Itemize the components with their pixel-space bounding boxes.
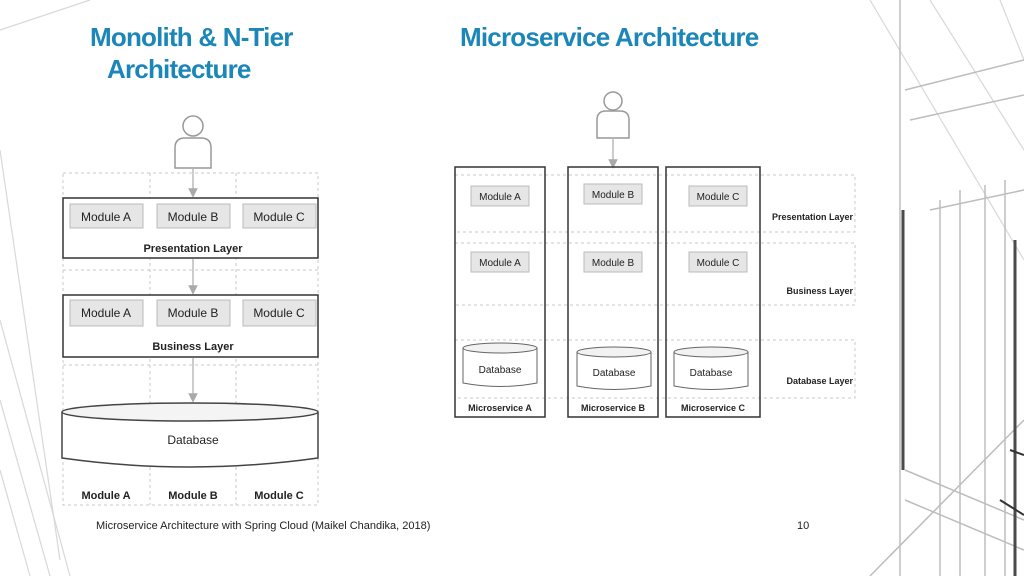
- user-icon: [174, 115, 212, 169]
- module-label: Module C: [253, 210, 305, 224]
- business-layer-label: Business Layer: [152, 341, 234, 353]
- monolith-title: Monolith & N-Tier: [90, 22, 293, 52]
- microservice-c-database: Database: [673, 346, 749, 390]
- layer-label: Business Layer: [786, 286, 853, 296]
- database-label: Database: [593, 368, 636, 379]
- page-number: 10: [797, 520, 810, 532]
- module-label: Module A: [81, 306, 131, 320]
- module-label: Module A: [479, 258, 521, 269]
- module-label: Module C: [697, 258, 740, 269]
- module-label: Module A: [479, 192, 521, 203]
- database-label: Database: [690, 368, 733, 379]
- user-icon: [596, 91, 630, 139]
- microservice-b-box: [567, 166, 659, 418]
- module-label: Module C: [253, 306, 305, 320]
- microservice-a-database: Database: [462, 342, 538, 387]
- module-label: Module B: [592, 190, 635, 201]
- layer-label: Database Layer: [786, 376, 853, 386]
- microservice-c-box: [665, 166, 761, 418]
- database-label: Database: [479, 365, 522, 376]
- monolith-database: Database: [61, 402, 319, 468]
- column-label: Module B: [168, 490, 218, 502]
- microservice-b-database: Database: [576, 346, 652, 390]
- column-label: Module C: [254, 490, 304, 502]
- layer-label: Presentation Layer: [772, 212, 854, 222]
- microservice-title: Microservice Architecture: [460, 22, 759, 52]
- slide-footer: Microservice Architecture with Spring Cl…: [96, 520, 431, 532]
- module-label: Module B: [168, 306, 219, 320]
- module-label: Module A: [81, 210, 131, 224]
- module-label: Module B: [592, 258, 635, 269]
- microservice-diagram: Module A Module B Module C Module A Modu…: [454, 91, 856, 418]
- module-label: Module B: [168, 210, 219, 224]
- monolith-diagram: Module A Module B Module C Presentation …: [61, 115, 319, 506]
- service-label: Microservice B: [581, 403, 646, 413]
- service-label: Microservice A: [468, 403, 532, 413]
- service-label: Microservice C: [681, 403, 746, 413]
- monolith-business-modules: Module A Module B Module C: [69, 299, 317, 327]
- module-label: Module C: [697, 192, 740, 203]
- column-label: Module A: [81, 490, 130, 502]
- monolith-presentation-modules: Module A Module B Module C: [69, 203, 317, 229]
- database-label: Database: [167, 433, 219, 447]
- presentation-layer-label: Presentation Layer: [143, 243, 243, 255]
- monolith-title-line2: Architecture: [107, 54, 251, 84]
- microservice-a-box: [454, 166, 546, 418]
